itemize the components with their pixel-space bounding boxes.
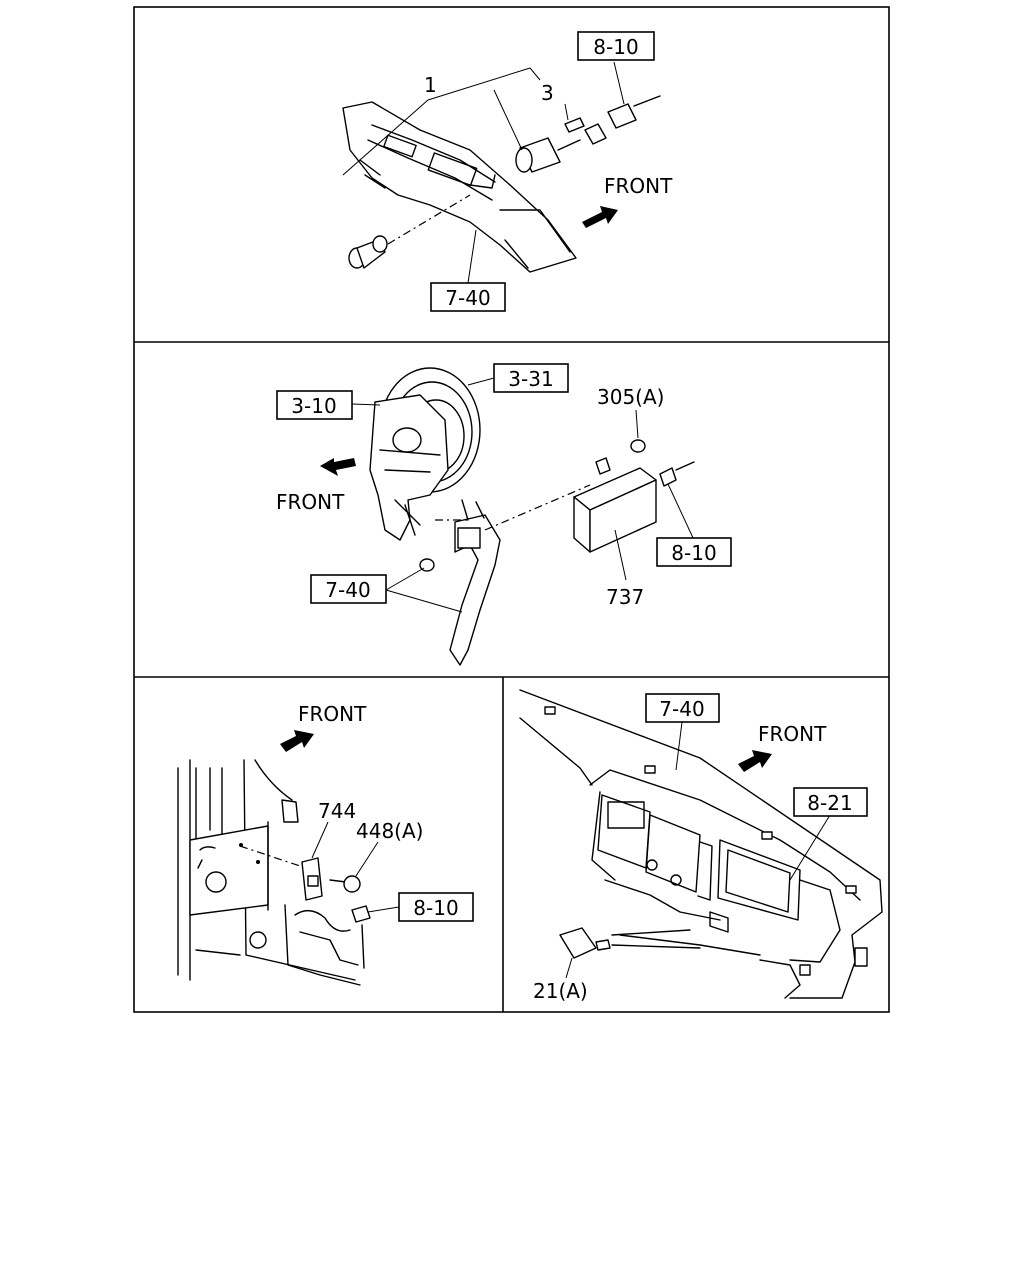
callout-744: 744 bbox=[318, 799, 356, 823]
assembly-line bbox=[239, 845, 301, 867]
switch-21a-part bbox=[559, 927, 701, 959]
front-label: FRONT bbox=[604, 174, 673, 198]
bracket-mechanism bbox=[369, 394, 449, 541]
callout-448a: 448(A) bbox=[356, 819, 423, 843]
callout-737: 737 bbox=[606, 585, 644, 609]
body-panel-drawing bbox=[177, 759, 365, 986]
front-label: FRONT bbox=[276, 490, 345, 514]
callout-305a: 305(A) bbox=[597, 385, 664, 409]
ref-box-7-40: 7-40 bbox=[310, 574, 387, 604]
svg-text:8-21: 8-21 bbox=[807, 791, 852, 815]
svg-text:8-10: 8-10 bbox=[593, 35, 638, 59]
front-label: FRONT bbox=[298, 702, 367, 726]
panel-top: FRONT 1 3 8-10 7-40 bbox=[342, 31, 673, 312]
leader-lines-middle bbox=[351, 377, 695, 613]
svg-text:3-10: 3-10 bbox=[291, 394, 336, 418]
ref-box-3-10: 3-10 bbox=[276, 390, 353, 420]
svg-text:7-40: 7-40 bbox=[325, 578, 370, 602]
bezel-panel-drawing bbox=[342, 101, 577, 273]
bulb-part bbox=[564, 117, 585, 133]
panel-bottom-left: FRONT 744 448(A) 8-10 bbox=[177, 702, 474, 986]
knob-part bbox=[348, 235, 388, 269]
front-arrow-icon bbox=[280, 730, 314, 752]
ref-box-8-21: 8-21 bbox=[793, 787, 868, 817]
ref-box-7-40: 7-40 bbox=[430, 282, 506, 312]
front-arrow-icon bbox=[320, 458, 356, 476]
ref-box-3-31: 3-31 bbox=[493, 363, 569, 393]
leader-lines-bottom-left bbox=[311, 821, 400, 913]
callout-3: 3 bbox=[541, 81, 554, 105]
bolt-448-part bbox=[329, 875, 361, 893]
dashboard-drawing bbox=[519, 689, 883, 999]
assembly-line bbox=[387, 194, 471, 245]
svg-text:7-40: 7-40 bbox=[445, 286, 490, 310]
front-arrow-icon bbox=[738, 750, 772, 772]
leader-lines-bottom-right bbox=[565, 721, 831, 979]
harness-connector bbox=[659, 461, 695, 487]
leader-lines-top bbox=[342, 61, 625, 284]
ref-box-7-40: 7-40 bbox=[645, 693, 720, 723]
socket-part bbox=[584, 123, 607, 145]
sensor-744-part bbox=[301, 857, 323, 901]
panel-middle: FRONT 305(A) 737 3-31 3-10 8-10 7-40 bbox=[276, 363, 732, 666]
callout-1: 1 bbox=[424, 73, 437, 97]
control-unit-737 bbox=[573, 457, 657, 553]
svg-text:7-40: 7-40 bbox=[659, 697, 704, 721]
assembly-line bbox=[484, 484, 591, 531]
ref-box-8-10: 8-10 bbox=[656, 537, 732, 567]
panel-bottom-right: FRONT 21(A) 7-40 8-21 bbox=[519, 689, 883, 1003]
nut-305-part bbox=[630, 439, 646, 453]
front-arrow-icon bbox=[582, 206, 618, 228]
svg-text:8-10: 8-10 bbox=[671, 541, 716, 565]
harness-connector bbox=[607, 95, 661, 129]
diagram-frame bbox=[133, 6, 890, 1013]
switch-part bbox=[515, 137, 581, 173]
callout-21a: 21(A) bbox=[533, 979, 588, 1003]
ref-box-8-10: 8-10 bbox=[398, 892, 474, 922]
svg-text:3-31: 3-31 bbox=[508, 367, 553, 391]
harness-connector bbox=[351, 905, 371, 923]
stay-bracket bbox=[449, 499, 501, 666]
front-label: FRONT bbox=[758, 722, 827, 746]
svg-text:8-10: 8-10 bbox=[413, 896, 458, 920]
ref-box-8-10: 8-10 bbox=[577, 31, 655, 61]
